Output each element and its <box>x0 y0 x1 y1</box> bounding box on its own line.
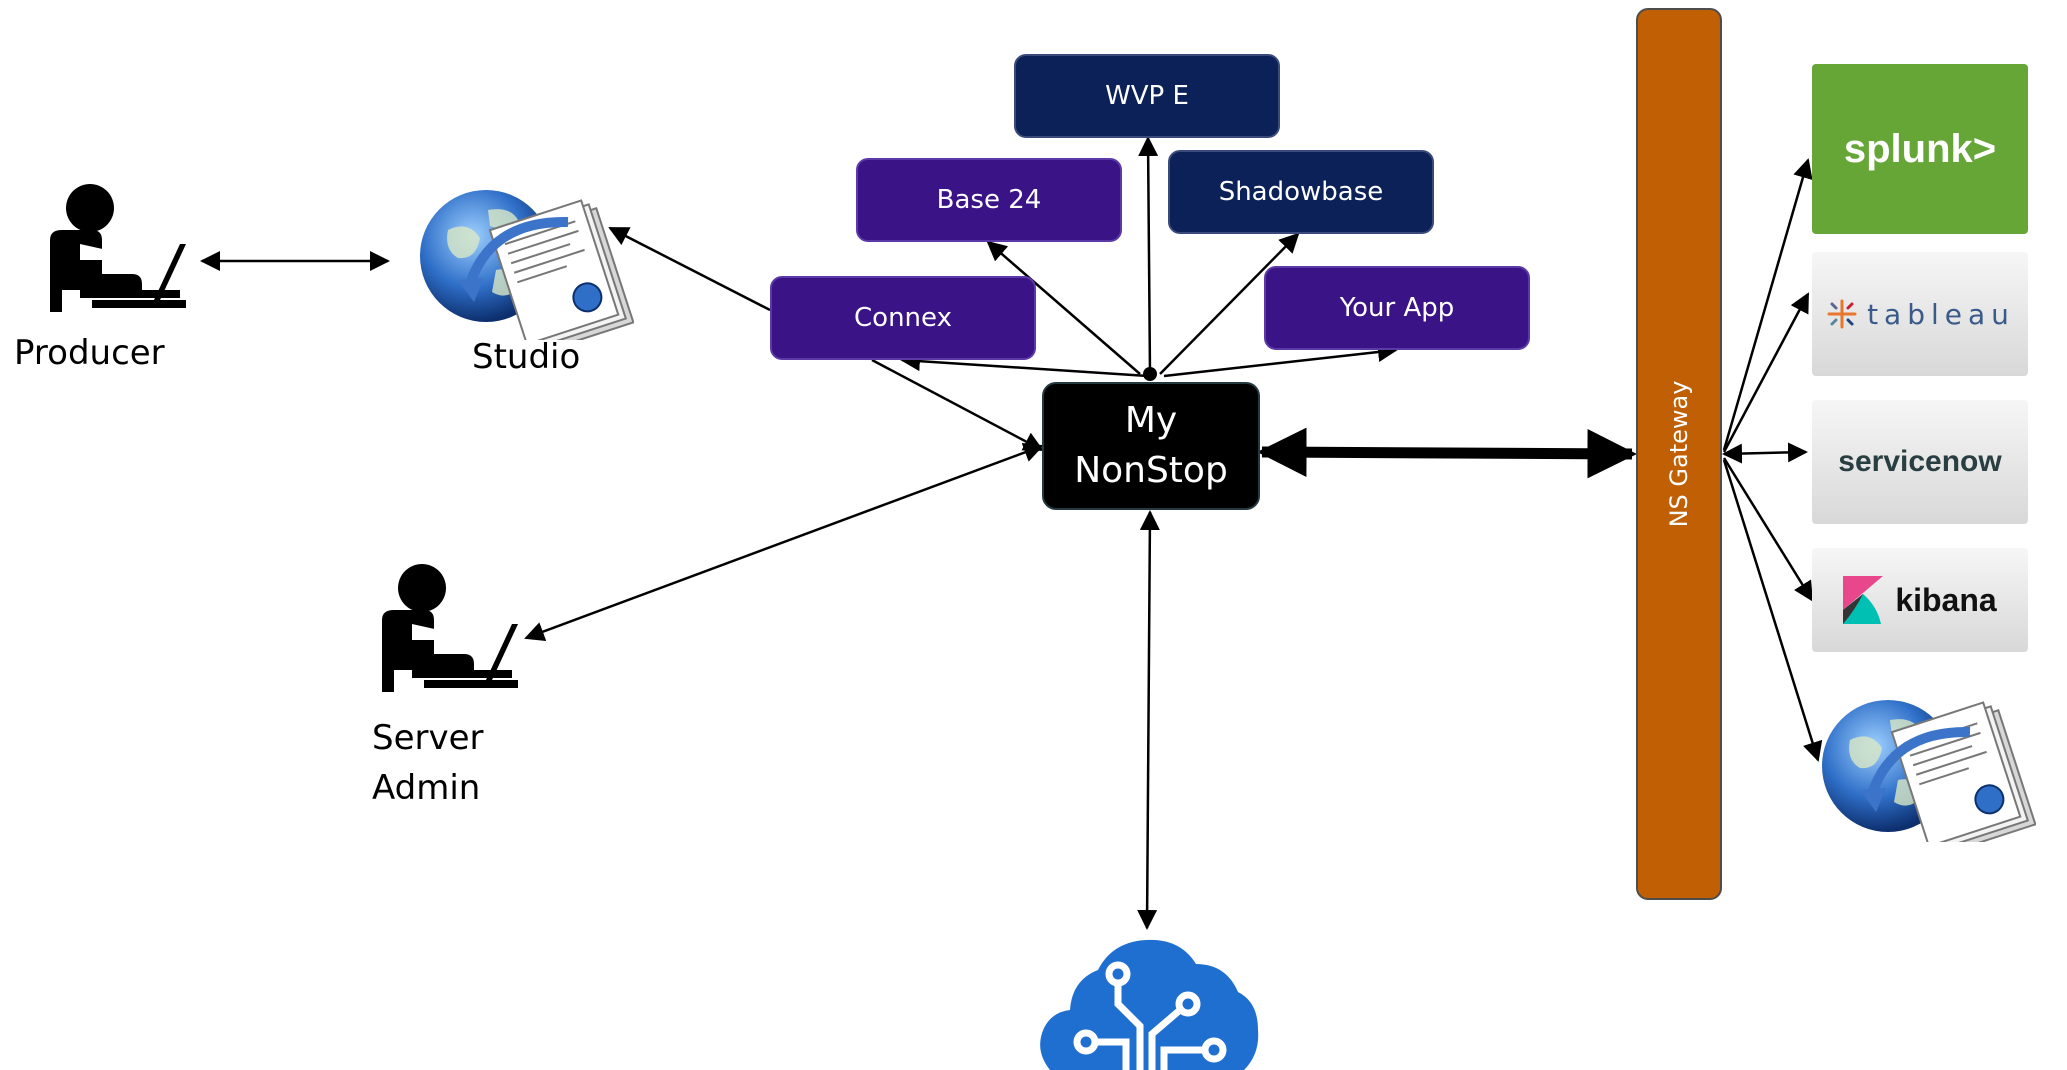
servicenow-logo: servicenow <box>1812 400 2028 524</box>
arrow-gateway-globe <box>1722 459 1823 762</box>
base-24-label: Base 24 <box>936 185 1042 215</box>
arrow-nonstop-base24 <box>986 240 1141 375</box>
arrow-nonstop-cloud <box>1137 510 1160 930</box>
my-nonstop-box: My NonStop <box>1042 382 1260 510</box>
arrow-connex-nonstop <box>871 358 1044 452</box>
studio-label: Studio <box>472 337 581 377</box>
junction-dot <box>1143 367 1157 381</box>
arrow-gateway-kibana <box>1722 457 1814 602</box>
wvp-e-box: WVP E <box>1014 54 1280 138</box>
arrow-gateway-tableau <box>1722 292 1810 453</box>
server-admin-label-line1: Server <box>372 718 484 758</box>
cloud-circuit-icon <box>1040 939 1259 1070</box>
my-nonstop-line1: My <box>1124 400 1178 441</box>
arrow-nonstop-shadowbase <box>1159 232 1300 375</box>
my-nonstop-line2: NonStop <box>1074 450 1228 491</box>
producer-label: Producer <box>14 333 165 373</box>
tableau-logo: tableau <box>1812 252 2028 376</box>
your-app-label: Your App <box>1339 293 1455 323</box>
splunk-logo: splunk> <box>1812 64 2028 234</box>
arrow-nonstop-yourapp <box>1163 342 1398 378</box>
tableau-logo-text: tableau <box>1867 297 2015 331</box>
arrow-gateway-servicenow <box>1722 442 1808 464</box>
server-admin-label-line2: Admin <box>372 768 481 808</box>
arrow-nonstop-wvpe <box>1138 136 1159 375</box>
servicenow-logo-text: servicenow <box>1838 445 2002 478</box>
arrow-connex-studio <box>608 226 771 312</box>
connex-box: Connex <box>770 276 1036 360</box>
globe-documents-icon <box>1822 700 2036 842</box>
base-24-box: Base 24 <box>856 158 1122 242</box>
shadowbase-box: Shadowbase <box>1168 150 1434 234</box>
splunk-logo-text: splunk> <box>1843 126 1997 171</box>
kibana-mark-icon <box>1843 576 1884 624</box>
person-at-laptop-icon <box>50 184 186 312</box>
wvp-e-label: WVP E <box>1105 81 1189 111</box>
globe-documents-icon <box>420 190 634 340</box>
shadowbase-label: Shadowbase <box>1218 177 1384 207</box>
arrow-nonstop-connex <box>900 351 1149 378</box>
ns-gateway-label: NS Gateway <box>1665 380 1693 528</box>
arrow-nonstop-gateway <box>1257 427 1637 479</box>
arrow-nonstop-admin <box>524 442 1044 642</box>
kibana-logo: kibana <box>1812 548 2028 652</box>
tableau-cross-icon <box>1827 299 1857 329</box>
kibana-logo-text: kibana <box>1895 581 1997 618</box>
person-at-laptop-icon <box>382 564 518 692</box>
your-app-box: Your App <box>1264 266 1530 350</box>
connex-label: Connex <box>854 303 952 333</box>
ns-gateway-bar: NS Gateway <box>1636 8 1722 900</box>
arrow-gateway-splunk <box>1722 158 1813 451</box>
